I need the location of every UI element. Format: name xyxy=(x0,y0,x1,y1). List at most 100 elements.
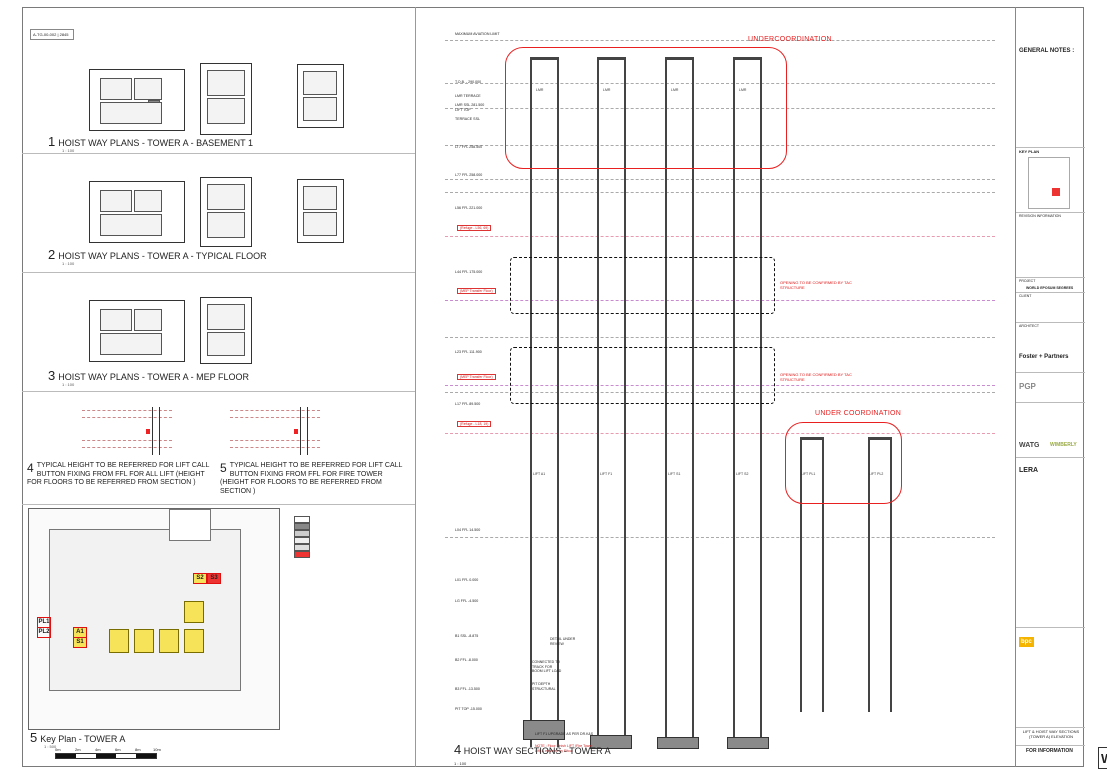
level-label: L77 FFL 258.000 xyxy=(455,173,483,177)
opening-box-2 xyxy=(510,347,775,404)
revision-label: REVISION INFORMATION xyxy=(1019,214,1061,218)
key-plan-map xyxy=(1028,157,1070,209)
detail-note: CONNECTED TO TRACK FOR BOOM LIFT LOAD xyxy=(532,660,562,673)
level-label: B2 FFL -8.000 xyxy=(455,658,478,662)
lift-label: LIFT PL1 xyxy=(801,472,816,476)
typical-plan-b xyxy=(200,177,252,247)
pit-block xyxy=(657,737,699,749)
key-plan: PL1 PL2 A1 S1 S2 S3 xyxy=(28,508,280,730)
consultant-logo: WIMBERLY xyxy=(1050,442,1077,448)
refuge-label: (Refuge - L56, 69) xyxy=(457,225,492,231)
shaft-fire-1 xyxy=(800,437,824,712)
revision-cloud-top xyxy=(505,47,787,169)
lift-label: LIFT F1 xyxy=(600,472,613,476)
project-name: WORLD EPOSUM SEGREES xyxy=(1026,286,1074,290)
shaft-2 xyxy=(597,57,626,747)
typical-plan-a xyxy=(89,181,185,243)
bottom-note: LIFT F1 UPGRADE AS PER DR.K&S xyxy=(535,732,594,736)
refuge-label: (Refuge - L18, 19) xyxy=(457,421,492,427)
level-label: L56 FFL 221.000 xyxy=(455,206,483,210)
legend xyxy=(294,515,406,725)
level-label: L44 FFL 175.000 xyxy=(455,270,483,274)
client-label: CLIENT xyxy=(1019,294,1032,298)
consultant-logo: PGP xyxy=(1019,382,1036,391)
drawing-title: LIFT & HOIST WAY SECTIONS (TOWER A) ELEV… xyxy=(1022,729,1080,739)
separator xyxy=(22,153,415,154)
detail-note: PIT DEPTH STRUCTURAL xyxy=(532,682,556,691)
basement-plan-a xyxy=(89,69,185,131)
pit-block xyxy=(523,720,565,740)
call-button-detail-all xyxy=(230,407,320,457)
level-label: L23 FFL 111.900 xyxy=(455,350,482,354)
mep-transfer-label: (MEP Transfer Floor) xyxy=(457,288,496,294)
basement-plan-b xyxy=(200,63,252,135)
shaft-4 xyxy=(733,57,762,747)
pit-block xyxy=(727,737,769,749)
call-button-detail-fire xyxy=(82,407,172,457)
key-tag-s1: S1 xyxy=(73,637,87,648)
key-plan-label: KEY PLAN xyxy=(1019,149,1040,154)
pit-block xyxy=(590,735,632,749)
separator xyxy=(22,391,415,392)
consultant-logo: LERA xyxy=(1019,467,1039,474)
general-notes-title: GENERAL NOTES : xyxy=(1019,48,1075,54)
consultant-logo: Foster + Partners xyxy=(1019,354,1069,360)
level-label: L01 FFL 0.000 xyxy=(455,578,479,582)
level-label: B3 FFL -13.500 xyxy=(455,687,480,691)
cloud-label-top: UNDERCOORDINATION xyxy=(748,36,832,43)
sheet-border xyxy=(22,7,1084,767)
key-tag-pl2: PL2 xyxy=(37,627,51,638)
lift-label: LIFT A1 xyxy=(533,472,546,476)
scale-label: 10m xyxy=(153,747,161,752)
revision-cloud-right xyxy=(785,422,902,504)
shaft-fire-2 xyxy=(868,437,892,712)
cloud-label-right: UNDER COORDINATION xyxy=(815,410,902,417)
level-label: T.O.B. - 290.000 xyxy=(455,80,482,84)
shaft-label: LMR xyxy=(603,88,611,92)
scale-label: 0m xyxy=(55,747,61,752)
opening-note-1: OPENING TO BE CONFIRMED BY TAC STRUCTURE xyxy=(780,280,852,290)
architect-label: ARCHITECT xyxy=(1019,324,1040,328)
level-label: L04 FFL 14.500 xyxy=(455,528,481,532)
title-block: GENERAL NOTES : KEY PLAN REVISION INFORM… xyxy=(1015,7,1085,767)
mep-plan-b xyxy=(200,297,252,364)
level-label: MAXIMUM AVIATION LIMIT xyxy=(455,32,500,36)
detail-note: DETAIL UNDER REVIEW xyxy=(550,637,576,646)
level-label: L17 FFL 89.500 xyxy=(455,402,481,406)
hoistway-section: MAXIMUM AVIATION LIMIT T.O.B. - 290.000 … xyxy=(415,7,1015,767)
key-tag-s3: S3 xyxy=(207,573,221,584)
level-label: LMR TERRACE xyxy=(455,94,481,98)
shaft-3 xyxy=(665,57,694,747)
lift-label: LIFT S1 xyxy=(668,472,681,476)
level-label: B1 SSL -8.875 xyxy=(455,634,479,638)
consultant-logo: bpc xyxy=(1019,637,1034,647)
lift-label: LIFT PL2 xyxy=(869,472,884,476)
level-label: LMR SSL 281.500 xyxy=(455,103,485,107)
scale-bar xyxy=(55,753,157,759)
scale-label: 2m xyxy=(75,747,81,752)
shaft-label: LMR xyxy=(536,88,544,92)
level-label: TERRACE SSL xyxy=(455,117,480,121)
typical-plan-c xyxy=(297,179,344,243)
level-label: LG FFL -4.500 xyxy=(455,599,479,603)
separator xyxy=(22,272,415,273)
level-label: LIFT TOP xyxy=(455,108,471,112)
level-label: PIT TOP -15.000 xyxy=(455,707,482,711)
sheet-code: A-TG-00-002 | 2845 xyxy=(30,29,74,40)
mep-plan-a xyxy=(89,300,185,362)
shaft-label: LMR xyxy=(671,88,679,92)
shaft-1 xyxy=(530,57,559,747)
corner-badge[interactable]: W xyxy=(1098,747,1107,769)
bottom-note-2: NOTE : Floor Finish LIFT (Fire Tower Lif… xyxy=(535,744,593,753)
basement-plan-c xyxy=(297,64,344,128)
key-tag-s2: S2 xyxy=(193,573,207,584)
project-label: PROJECT xyxy=(1019,279,1036,283)
